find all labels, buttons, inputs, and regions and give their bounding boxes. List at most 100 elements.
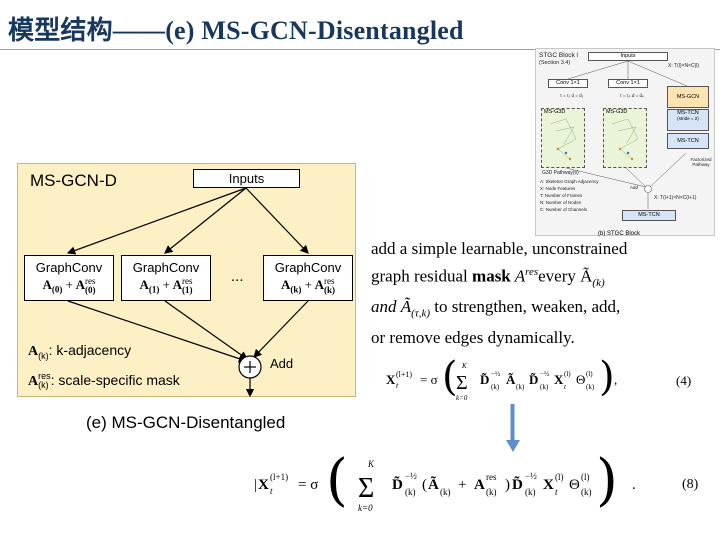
stgc-caption: (b) STGC Block — [598, 231, 641, 237]
svg-text:t: t — [555, 487, 558, 497]
stgc-inputs: Inputs — [588, 52, 668, 61]
stgc-g3d-1: MS-G3D — [541, 108, 585, 168]
svg-text:+: + — [458, 477, 466, 493]
equation-8-number: (8) — [682, 477, 699, 492]
svg-text:X: X — [554, 372, 564, 387]
figure-caption: (e) MS-GCN-Disentangled — [86, 413, 286, 432]
svg-text:D̃: D̃ — [529, 372, 538, 387]
stgc-ms-tcn-out: MS-TCN — [622, 210, 676, 221]
svg-text:K: K — [367, 459, 375, 469]
para-line-3: and Ã(τ,k) to strengthen, weaken, add, — [371, 297, 621, 320]
svg-text:(k): (k) — [586, 383, 595, 391]
svg-text:D̃: D̃ — [392, 476, 403, 493]
svg-text:k=0: k=0 — [456, 394, 468, 402]
svg-text:(k): (k) — [516, 383, 525, 391]
svg-text:Ã: Ã — [506, 372, 516, 387]
svg-text:(k): (k) — [581, 487, 592, 497]
svg-text:,: , — [614, 372, 617, 387]
svg-text:D̃: D̃ — [480, 372, 489, 387]
svg-text:= σ: = σ — [420, 372, 438, 387]
svg-text:(l): (l) — [555, 472, 564, 482]
svg-text:(l): (l) — [586, 370, 593, 378]
stgc-param2: τ = τₚ d = dₚ — [620, 93, 644, 98]
stgc-g3d-2: MS-G3D — [603, 108, 647, 168]
svg-text:(k): (k) — [540, 383, 549, 391]
diagram-connectors — [66, 187, 309, 398]
svg-text:(l+1): (l+1) — [396, 370, 412, 379]
para-line-4: or remove edges dynamically. — [371, 327, 575, 347]
stgc-section: (Section 3.4) — [539, 60, 571, 66]
stgc-legend-1: X: Node Features — [540, 186, 576, 191]
slide-title: 模型结构——(e) MS-GCN-Disentangled — [8, 16, 464, 45]
equation-4-render: X (l+1) t = σ ( K Σ k=0 D̃ −½ (k) Ã (k) D̃… — [386, 354, 617, 402]
svg-text:(k): (k) — [525, 487, 536, 497]
svg-text:): ) — [599, 356, 615, 400]
para-line-1: add a simple learnable, unconstrained — [371, 239, 628, 258]
stgc-x-out: X: T(l+1)×N×C(l+1) — [654, 195, 697, 201]
svg-text:−½: −½ — [491, 370, 500, 378]
graphconv-label: GraphConv — [274, 260, 342, 275]
svg-text:X: X — [258, 477, 269, 493]
stgc-ms-gcn: MS-GCN — [667, 86, 709, 108]
stgc-conv1: Conv 1×1 — [548, 79, 588, 88]
stgc-add: Add — [630, 185, 639, 190]
svg-text:(k): (k) — [440, 487, 451, 497]
svg-text:(l+1): (l+1) — [270, 472, 288, 482]
svg-text:(k): (k) — [405, 487, 416, 497]
svg-text:A: A — [474, 477, 485, 493]
down-arrow-icon — [506, 404, 520, 452]
stgc-factorized: Factorized Pathway — [690, 157, 712, 167]
equation-4: X (l+1) t = σ ( K Σ k=0 D̃ −½ (k) Ã (k) D̃… — [386, 354, 706, 404]
legend-adjacency: A(k): k-adjacency — [28, 342, 132, 361]
svg-text:(k): (k) — [491, 383, 500, 391]
svg-text:res: res — [486, 472, 497, 482]
title-rule — [0, 49, 720, 50]
stgc-param1: τ = τ₁ d = d₁ — [560, 93, 584, 98]
ellipsis: ... — [231, 268, 244, 285]
svg-text:Θ: Θ — [576, 372, 585, 387]
stgc-conv2: Conv 1×1 — [608, 79, 648, 88]
svg-text:X: X — [386, 372, 396, 387]
stgc-g3d-pathways: G3D Pathway(s) — [542, 170, 579, 176]
svg-text:Σ: Σ — [456, 372, 468, 394]
svg-text:(: ( — [422, 477, 427, 493]
svg-text:−½: −½ — [405, 471, 417, 481]
graphconv-label: GraphConv — [132, 260, 200, 275]
svg-text:= σ: = σ — [298, 477, 318, 493]
svg-text:D̃: D̃ — [512, 476, 523, 493]
equation-8: | X (l+1)t = σ ( K Σ k=0 D̃ −½(k) ( Ã (k… — [254, 448, 714, 515]
equation-4-number: (4) — [676, 373, 692, 388]
svg-text:.: . — [632, 477, 636, 493]
stgc-x-in: X: T(l)×N×C(l) — [668, 63, 700, 69]
stgc-legend-0: A: Skeleton Graph Adjacency — [540, 179, 599, 184]
stgc-legend-3: N: Number of Nodes — [540, 200, 582, 205]
svg-text:K: K — [461, 362, 467, 370]
svg-text:(k): (k) — [486, 487, 497, 497]
svg-text:X: X — [543, 477, 554, 493]
inputs-box: Inputs — [193, 169, 300, 188]
graphconv-label: GraphConv — [35, 260, 103, 275]
svg-text:): ) — [505, 477, 510, 493]
stgc-ms-tcn-2: MS-TCN — [667, 133, 709, 149]
svg-text:t: t — [396, 381, 399, 390]
stgc-graph-sketch — [549, 60, 688, 209]
add-label: Add — [270, 356, 294, 371]
svg-text:Θ: Θ — [569, 477, 580, 493]
stgc-title: STGC Block l — [539, 52, 579, 59]
svg-text:t: t — [270, 486, 273, 496]
svg-text:): ) — [596, 455, 618, 513]
stgc-legend-4: C: Number of Channels — [540, 207, 588, 212]
panel-title: MS-GCN-D — [30, 171, 117, 190]
stgc-block-figure: STGC Block l (Section 3.4) Inputs X: T(l… — [535, 48, 715, 236]
svg-text:−½: −½ — [540, 370, 549, 378]
svg-text:(: ( — [326, 455, 348, 513]
svg-text:(: ( — [442, 356, 458, 400]
explanation-paragraph: add a simple learnable, unconstrained gr… — [371, 237, 711, 349]
